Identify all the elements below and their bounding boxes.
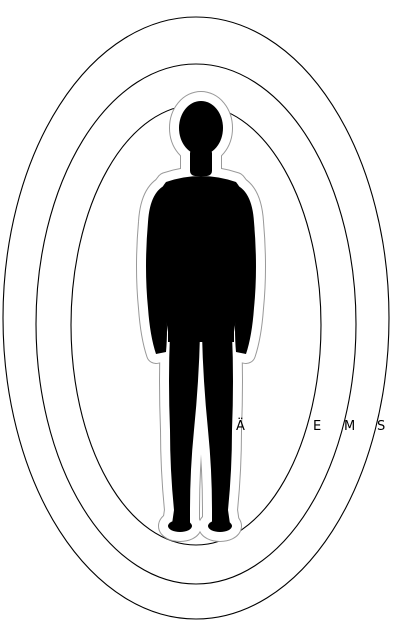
label-outer-layer: S [377,419,385,434]
label-inner-layer: Ä [236,418,245,434]
label-second-layer: E [313,419,321,434]
label-third-layer: M [344,419,355,434]
